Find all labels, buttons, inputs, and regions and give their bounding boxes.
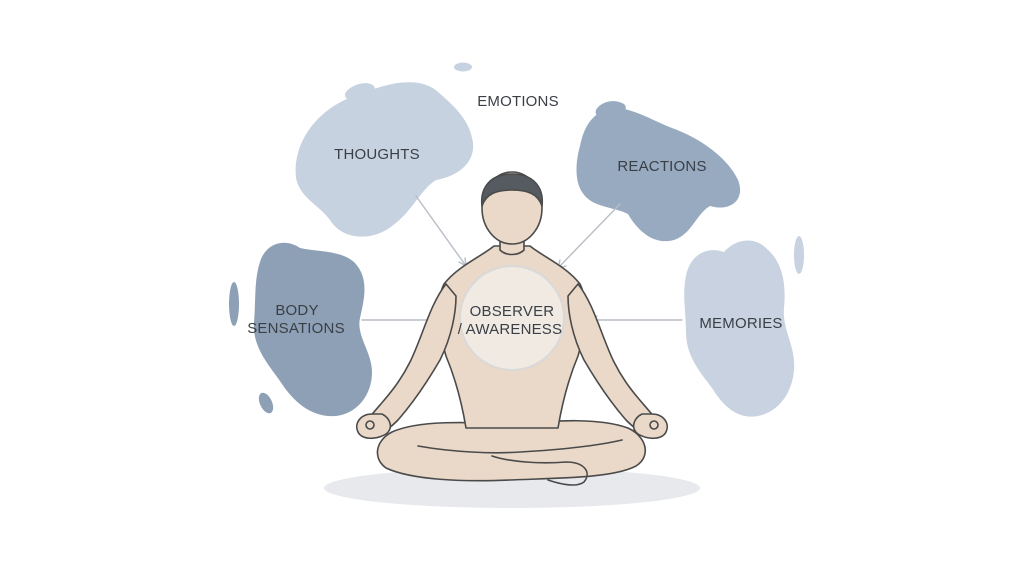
ground-shadow bbox=[324, 468, 700, 508]
figure-leg-fold bbox=[417, 439, 623, 454]
reactions-blob bbox=[576, 108, 741, 242]
memories-label: MEMORIES bbox=[699, 315, 782, 332]
arrow-body-sensations bbox=[361, 315, 437, 325]
figure-right-arm bbox=[567, 283, 657, 434]
observer-label-line2: / AWARENESS bbox=[458, 321, 562, 338]
figure-hair bbox=[481, 173, 543, 207]
thoughts-splash bbox=[344, 83, 375, 101]
thoughts-drop bbox=[454, 62, 472, 72]
body-sensations-drop-2 bbox=[258, 392, 274, 414]
figure-left-arm bbox=[367, 283, 457, 434]
body-sensations-label-line1: BODY bbox=[275, 302, 318, 319]
body-sensations-label-line2: SENSATIONS bbox=[247, 320, 345, 337]
reactions-cloud: REACTIONS bbox=[576, 101, 741, 242]
arrow-memories bbox=[589, 315, 683, 325]
memories-cloud: MEMORIES bbox=[684, 236, 804, 417]
reactions-splash bbox=[595, 101, 626, 118]
emotions-label: EMOTIONS bbox=[477, 93, 559, 110]
arrow-reactions bbox=[557, 203, 621, 269]
observer-label-line1: OBSERVER bbox=[470, 303, 555, 320]
thoughts-label: THOUGHTS bbox=[334, 146, 420, 163]
figure-right-mudra bbox=[649, 420, 659, 430]
figure-legs bbox=[376, 419, 647, 482]
memories-drop bbox=[794, 236, 804, 274]
body-sensations-drop-1 bbox=[229, 282, 239, 326]
observer-awareness: OBSERVER / AWARENESS bbox=[458, 265, 565, 371]
figure-left-mudra bbox=[365, 420, 375, 430]
arrow-thoughts bbox=[415, 195, 467, 267]
figure-foot bbox=[491, 455, 588, 486]
thoughts-cloud: THOUGHTS bbox=[295, 62, 474, 237]
thoughts-blob bbox=[295, 82, 474, 237]
memories-blob bbox=[684, 240, 795, 417]
body-sensations-cloud: BODY SENSATIONS bbox=[229, 242, 372, 417]
reactions-label: REACTIONS bbox=[617, 158, 706, 175]
body-sensations-blob bbox=[253, 242, 372, 417]
observer-circle bbox=[459, 265, 565, 371]
